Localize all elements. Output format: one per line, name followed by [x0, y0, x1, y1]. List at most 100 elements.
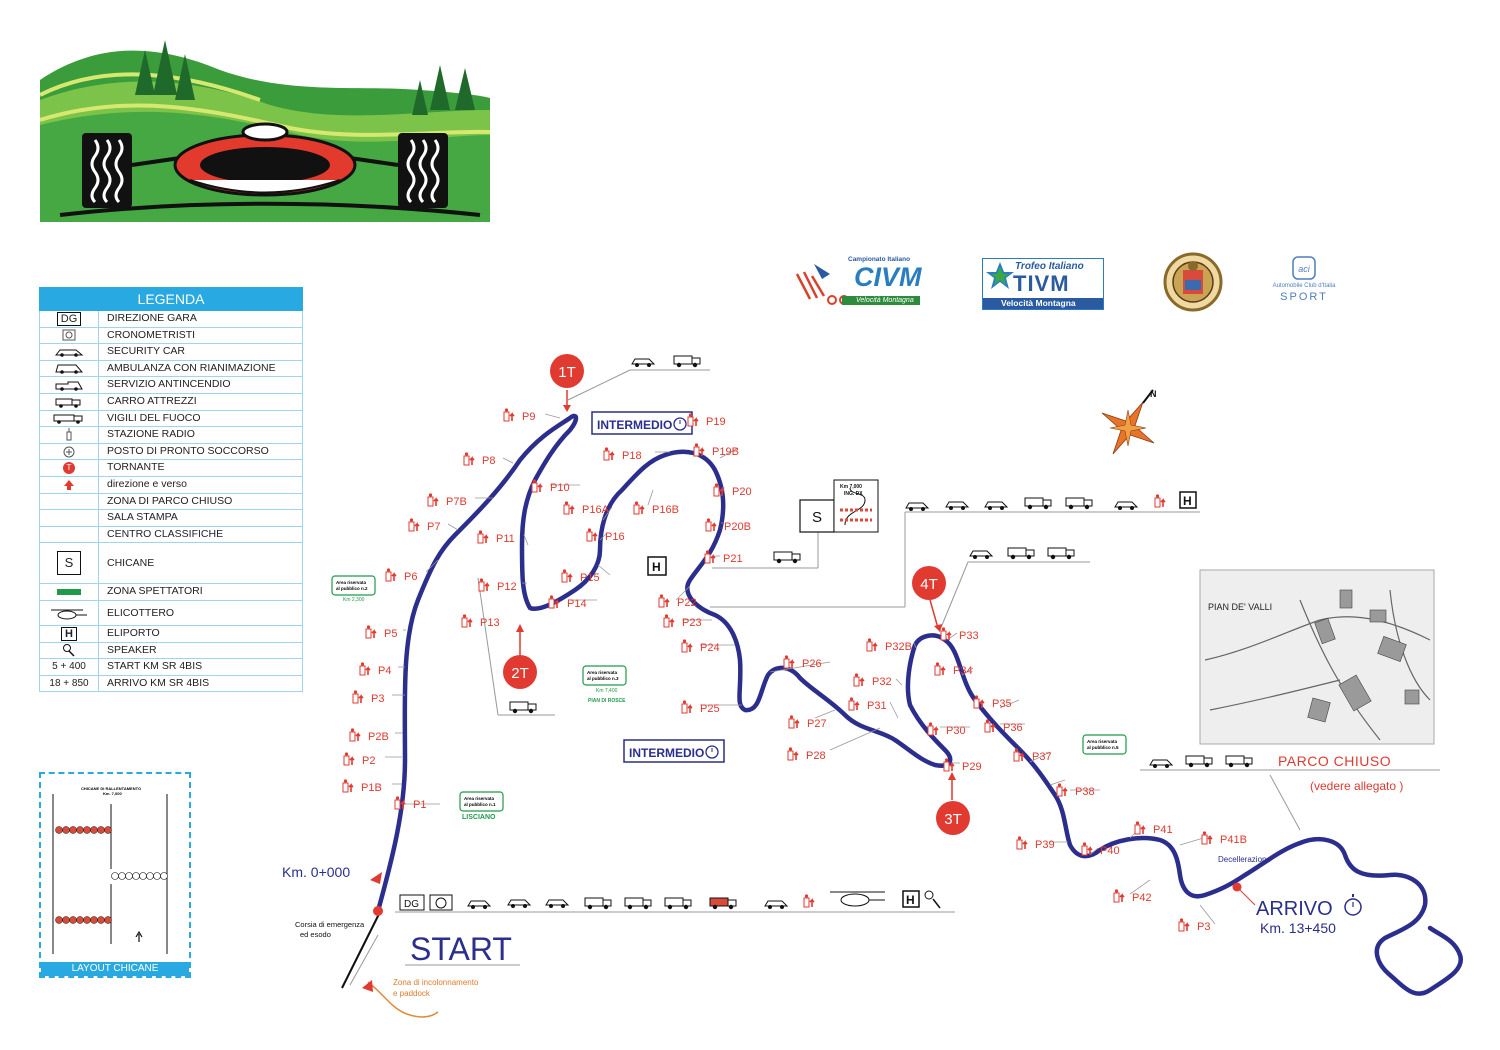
post-label: P34 — [953, 665, 973, 677]
post-label: P7B — [446, 496, 467, 508]
marshal-post: P1 — [394, 795, 426, 811]
marshal-icon — [342, 778, 354, 793]
post-label: P14 — [567, 598, 587, 610]
stopwatch-icon — [429, 894, 453, 911]
marshal-post: P31 — [848, 696, 887, 712]
tivm-logo: Trofeo Italiano TIVM Velocità Montagna — [982, 258, 1104, 310]
start-line-stations — [399, 890, 941, 911]
legend-row: VIGILI DEL FUOCO — [39, 410, 303, 428]
marshal-post: P10 — [531, 478, 570, 494]
car-icon-start — [764, 900, 788, 910]
post-label: P41B — [1220, 834, 1247, 846]
post-label: P16B — [652, 504, 679, 516]
marshal-icon — [1016, 835, 1028, 850]
legend-label: ELICOTTERO — [107, 606, 175, 619]
legend-symbol: 18 + 850 — [40, 675, 99, 692]
post-label: P42 — [1132, 892, 1152, 904]
legend-label: CRONOMETRISTI — [107, 328, 196, 341]
marshal-post: P40 — [1081, 841, 1120, 857]
parco-title: PARCO CHIUSO — [1278, 753, 1391, 769]
fire-truck-icon — [40, 410, 99, 427]
marshal-post: P20 — [713, 482, 752, 498]
marshal-post: P3 — [352, 689, 384, 705]
post-label: P31 — [867, 700, 887, 712]
hairpin-3t-label: 3T — [944, 811, 962, 828]
tow-truck-icon-2 — [624, 897, 652, 910]
hairpin-4t — [912, 566, 946, 632]
civm-flag-icon — [795, 264, 920, 305]
heliport-icon-top — [1179, 491, 1197, 509]
start-arrow-icon — [370, 872, 382, 884]
aci-badge-icon: aci — [1292, 256, 1316, 280]
finish-stopwatch-icon — [1344, 894, 1362, 916]
marshal-icon — [927, 721, 939, 736]
fire-truck-icon — [709, 897, 737, 910]
spectator-area-2-place: Km 2,300 — [343, 597, 365, 603]
marshal-post: P39 — [1016, 835, 1055, 851]
legend-symbol — [40, 493, 99, 510]
marshal-icon — [385, 567, 397, 582]
station-leaders — [349, 369, 1440, 986]
hairpin-2t-label: 2T — [511, 665, 529, 682]
post-label: P35 — [992, 698, 1012, 710]
marshal-icon — [848, 696, 860, 711]
marshal-icon — [548, 594, 560, 609]
post-label: P25 — [700, 703, 720, 715]
marshal-post: P19 — [687, 412, 726, 428]
hairpin-3t — [936, 772, 970, 835]
marshal-post: P7 — [408, 517, 440, 533]
tivm-star-icon — [986, 262, 1014, 289]
post-label: P6 — [404, 571, 417, 583]
tivm-sub-bar: Velocità Montagna — [983, 298, 1103, 309]
marshal-post: P33 — [940, 626, 979, 642]
spectator-area-2-line2: al pubblico n.2 — [336, 586, 368, 591]
marshal-icon — [1134, 820, 1146, 835]
post-label: P11 — [496, 533, 515, 545]
station-2t — [509, 701, 537, 714]
post-label: P32B — [885, 641, 912, 653]
marshal-icon — [973, 694, 985, 709]
helicopter-icon — [830, 891, 885, 907]
legend-label: STAZIONE RADIO — [107, 428, 195, 441]
chicane-layout-inner-title: CHICANE DI RALLENTAMENTO — [81, 786, 142, 791]
compass-rose-icon — [1101, 389, 1155, 455]
chicane-layout-title: LAYOUT CHICANE — [41, 962, 189, 976]
marshal-post: P1B — [342, 778, 382, 794]
chicane-layout-inner-km: Km. 7,000 — [103, 791, 122, 796]
hairpin-symbol: T — [40, 460, 99, 476]
marshal-post: P38 — [1056, 782, 1095, 798]
legend-row: ZONA SPETTATORI — [39, 584, 303, 601]
legend-row: ELICOTTERO — [39, 600, 303, 626]
marshal-icon — [477, 529, 489, 544]
legend-label: TORNANTE — [107, 461, 165, 474]
spectator-area-5-line1: Area riservata — [1087, 739, 1118, 744]
post-label: P21 — [723, 553, 743, 565]
post-label: P19B — [712, 446, 739, 458]
chicane-layout: CHICANE DI RALLENTAMENTO Km. 7,000 LAYOU… — [39, 772, 191, 978]
marshal-post: P29 — [943, 757, 982, 773]
post-label: P15 — [580, 572, 600, 584]
marshal-icon — [687, 412, 699, 427]
marshal-icon — [658, 593, 670, 608]
marshal-icon — [1081, 841, 1093, 856]
marshal-icon — [463, 451, 475, 466]
speaker-icon — [40, 642, 99, 659]
marshal-icon — [783, 654, 795, 669]
post-label: P24 — [700, 642, 720, 654]
legend-row: CENTRO CLASSIFICHE — [39, 526, 303, 544]
ambulance-icon — [507, 899, 531, 909]
post-label: P40 — [1100, 845, 1120, 857]
intermedio-2-label: INTERMEDIO — [629, 746, 704, 760]
start-km: Km. 0+000 — [282, 864, 350, 880]
marshal-post: P36 — [984, 718, 1023, 734]
legend-label: START KM SR 4BIS — [107, 660, 203, 673]
post-label: P26 — [802, 658, 822, 670]
post-label: P28 — [806, 750, 826, 762]
marshal-post: P32B — [866, 637, 912, 653]
hairpin-4t-label: 4T — [920, 576, 938, 593]
legend-label: POSTO DI PRONTO SOCCORSO — [107, 444, 269, 457]
post-label: P39 — [1035, 839, 1055, 851]
